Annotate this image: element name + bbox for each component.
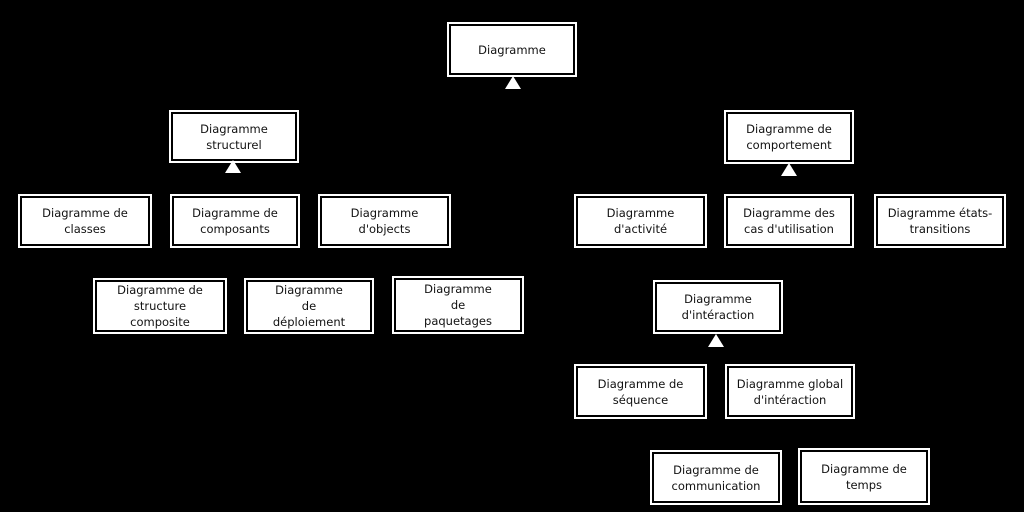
diagram-box-label: Diagramme: [478, 42, 546, 57]
generalization-arrow-icon: [505, 76, 521, 89]
generalization-arrow-icon: [225, 160, 241, 173]
diagram-box-classes: Diagramme de classes: [20, 196, 150, 246]
diagram-box-label: Diagramme de structure composite: [117, 283, 203, 329]
diagram-box-label: Diagramme global d'intéraction: [736, 376, 844, 407]
diagram-box-label: Diagramme de classes: [42, 206, 128, 236]
diagram-box-activite: Diagramme d'activité: [576, 196, 705, 246]
diagram-box-label: Diagramme des cas d'utilisation: [743, 206, 835, 236]
diagram-box-sequence: Diagramme de séquence: [576, 366, 705, 417]
diagram-box-label: Diagramme états- transitions: [887, 206, 993, 236]
generalization-arrow-icon: [708, 334, 724, 347]
diagram-box-label: Diagramme d'intéraction: [681, 292, 755, 322]
diagram-box-composants: Diagramme de composants: [172, 196, 298, 246]
diagram-box-objects: Diagramme d'objects: [320, 196, 449, 246]
diagram-box-cas-utilisation: Diagramme des cas d'utilisation: [726, 196, 852, 246]
diagram-box-temps: Diagramme de temps: [800, 450, 928, 503]
diagram-box-etats-transitions: Diagramme états- transitions: [876, 196, 1004, 246]
diagram-box-label: Diagramme de temps: [821, 461, 907, 492]
diagram-box-diagramme: Diagramme: [449, 24, 575, 75]
diagram-box-label: Diagramme de déploiement: [272, 283, 346, 329]
diagram-box-label: Diagramme de paquetages: [424, 282, 492, 328]
diagram-box-comportement: Diagramme de comportement: [726, 112, 852, 162]
diagram-box-structure-composite: Diagramme de structure composite: [95, 280, 225, 332]
diagram-box-label: Diagramme de composants: [192, 206, 278, 236]
diagram-box-label: Diagramme d'objects: [350, 206, 419, 236]
diagram-box-structurel: Diagramme structurel: [171, 112, 297, 161]
diagram-box-communication: Diagramme de communication: [652, 452, 780, 503]
diagram-box-paquetages: Diagramme de paquetages: [394, 278, 522, 332]
diagram-box-label: Diagramme de communication: [671, 462, 761, 493]
diagram-box-label: Diagramme de comportement: [746, 122, 832, 152]
diagram-box-label: Diagramme d'activité: [606, 206, 675, 236]
diagram-box-label: Diagramme de séquence: [597, 376, 684, 407]
generalization-arrow-icon: [781, 163, 797, 176]
diagram-box-label: Diagramme structurel: [200, 121, 268, 152]
diagram-box-deploiement: Diagramme de déploiement: [246, 280, 372, 332]
diagram-box-global-interaction: Diagramme global d'intéraction: [727, 366, 853, 417]
diagram-box-interaction: Diagramme d'intéraction: [655, 282, 781, 332]
